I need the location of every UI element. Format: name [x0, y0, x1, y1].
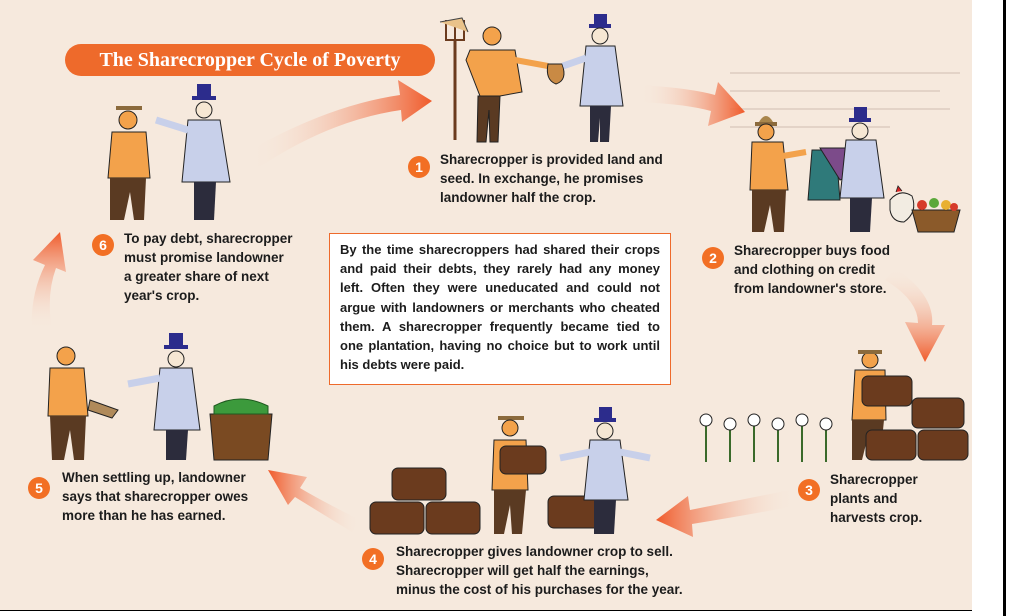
- step-5-badge: 5: [28, 477, 50, 499]
- step-1-badge: 1: [408, 156, 430, 178]
- scene-1-illustration: [439, 14, 624, 143]
- arrow-2-to-3: [885, 268, 945, 362]
- caption-line: Sharecropper: [830, 472, 918, 487]
- summary-text: By the time sharecroppers had shared the…: [340, 242, 660, 373]
- step-3-badge: 3: [798, 479, 820, 501]
- caption-line: year's crop.: [124, 288, 200, 303]
- scene-5-illustration: [47, 333, 273, 461]
- scene-2-illustration: [749, 107, 961, 233]
- caption-line: When settling up, landowner: [62, 470, 246, 485]
- caption-line: Sharecropper is provided land and: [440, 152, 663, 167]
- caption-line: Sharecropper buys food: [734, 243, 891, 258]
- arrow-5-to-6: [31, 232, 66, 330]
- scene-3-illustration: [699, 350, 969, 462]
- step-6-badge: 6: [92, 234, 114, 256]
- arrow-4-to-5: [268, 470, 360, 532]
- scene-6-illustration: [107, 84, 231, 220]
- bottom-border: [0, 610, 972, 611]
- step-6-caption: To pay debt, sharecropper must promise l…: [124, 229, 293, 305]
- caption-line: harvests crop.: [830, 510, 923, 525]
- caption-line: must promise landowner: [124, 250, 284, 265]
- arrow-6-to-1: [250, 80, 432, 168]
- background-text-block: [730, 66, 960, 138]
- caption-line: seed. In exchange, he promises: [440, 171, 644, 186]
- caption-line: Sharecropper gives landowner crop to sel…: [396, 544, 673, 559]
- summary-box: By the time sharecroppers had shared the…: [329, 233, 671, 385]
- diagram-illustrations: [31, 14, 969, 537]
- step-4-badge: 4: [362, 548, 384, 570]
- right-border: [1003, 0, 1006, 616]
- step-4-caption: Sharecropper gives landowner crop to sel…: [396, 542, 683, 599]
- step-2-caption: Sharecropper buys food and clothing on c…: [734, 241, 890, 298]
- caption-line: from landowner's store.: [734, 281, 887, 296]
- step-5-caption: When settling up, landowner says that sh…: [62, 468, 248, 525]
- diagram-title: The Sharecropper Cycle of Poverty: [99, 49, 401, 71]
- caption-line: a greater share of next: [124, 269, 269, 284]
- arrow-3-to-4: [656, 490, 795, 537]
- textbook-page: The Sharecropper Cycle of Poverty: [0, 0, 972, 611]
- caption-line: plants and: [830, 491, 898, 506]
- scene-4-illustration: [369, 407, 651, 535]
- caption-line: says that sharecropper owes: [62, 489, 249, 504]
- arrow-1-to-2: [640, 82, 745, 126]
- caption-line: minus the cost of his purchases for the …: [396, 582, 683, 597]
- caption-line: and clothing on credit: [734, 262, 875, 277]
- step-2-badge: 2: [702, 247, 724, 269]
- diagram-title-banner: The Sharecropper Cycle of Poverty: [65, 44, 435, 76]
- caption-line: more than he has earned.: [62, 508, 226, 523]
- caption-line: To pay debt, sharecropper: [124, 231, 293, 246]
- caption-line: landowner half the crop.: [440, 190, 597, 205]
- caption-line: Sharecropper will get half the earnings,: [396, 563, 649, 578]
- step-1-caption: Sharecropper is provided land and seed. …: [440, 150, 663, 207]
- step-3-caption: Sharecropper plants and harvests crop.: [830, 470, 922, 527]
